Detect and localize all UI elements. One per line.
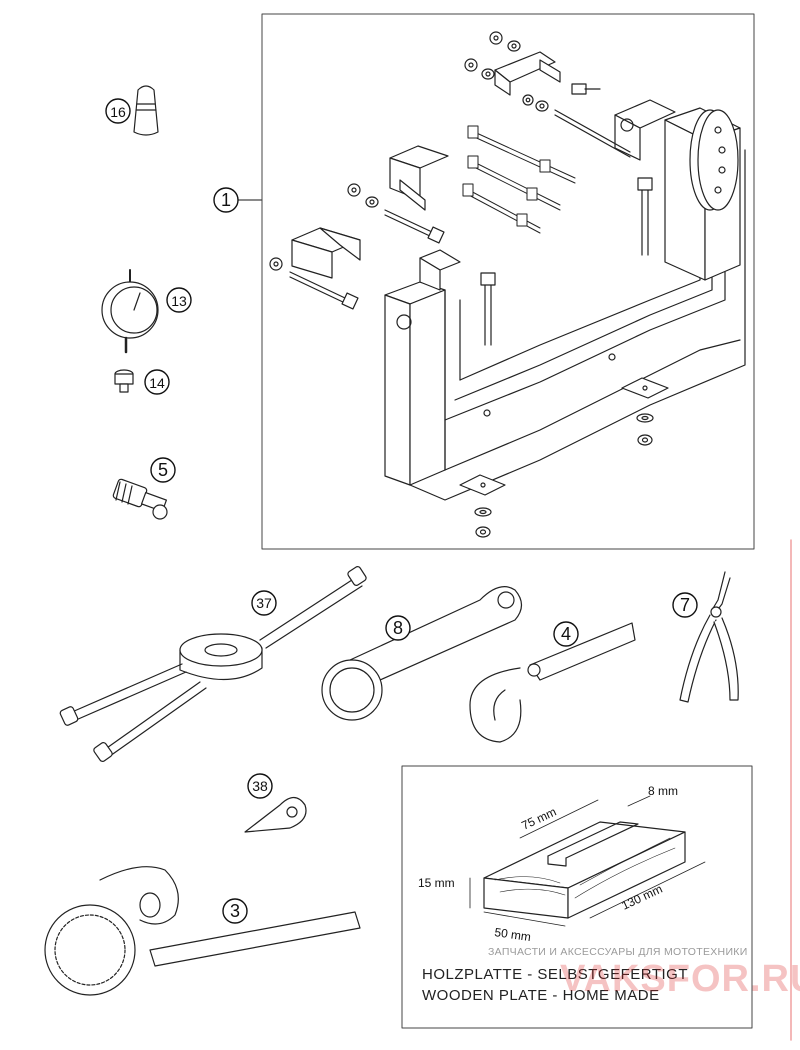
callout-37 [251, 590, 277, 616]
caption-english: WOODEN PLATE - HOME MADE [422, 987, 660, 1004]
part-38-tool [244, 796, 307, 833]
callout-14-label: 14 [149, 375, 165, 391]
callout-7 [672, 592, 698, 618]
callout-1-label: 1 [221, 190, 231, 210]
watermark-brand: VAKSFOR.RU [560, 958, 800, 1000]
callout-4-label: 4 [561, 624, 571, 644]
engine-stand [269, 31, 746, 538]
dim-8mm: 8 mm [648, 784, 678, 798]
part-7-circlip-pliers [679, 571, 739, 703]
callout-3 [222, 898, 248, 924]
part-37-puller [59, 566, 367, 762]
callout-37-label: 37 [256, 595, 272, 611]
callout-1 [213, 187, 239, 213]
callout-7-label: 7 [680, 595, 690, 615]
callout-4 [553, 621, 579, 647]
callout-38 [247, 773, 273, 799]
part-13-dial-gauge [101, 269, 159, 354]
part-5-threaded-adapter [112, 478, 168, 520]
callout-8-label: 8 [393, 618, 403, 638]
part-16-tool [133, 85, 159, 136]
part-3-holding-wrench [44, 866, 361, 996]
dim-15mm: 15 mm [418, 876, 455, 890]
callout-13 [166, 287, 192, 313]
dim-50mm: 50 mm [494, 925, 532, 944]
callout-5 [150, 457, 176, 483]
callout-38-label: 38 [252, 778, 268, 794]
part-14-adapter [114, 369, 134, 393]
wooden-plate-drawing [469, 795, 706, 927]
callout-5-label: 5 [158, 460, 168, 480]
part-4-hook-wrench [469, 622, 636, 743]
engine-stand-frame [261, 13, 755, 550]
callout-14 [144, 369, 170, 395]
caption-german: HOLZPLATTE - SELBSTGEFERTIGT [422, 966, 688, 983]
watermark-tagline: ЗАПЧАСТИ И АКСЕССУАРЫ ДЛЯ МОТОТЕХНИКИ [488, 946, 748, 958]
callout-13-label: 13 [171, 293, 187, 309]
callout-16 [105, 98, 131, 124]
callout-3-label: 3 [230, 901, 240, 921]
part-8-pin-spanner [321, 586, 523, 721]
callout-16-label: 16 [110, 104, 126, 120]
wooden-plate-box [401, 765, 753, 1029]
callout-8 [385, 615, 411, 641]
